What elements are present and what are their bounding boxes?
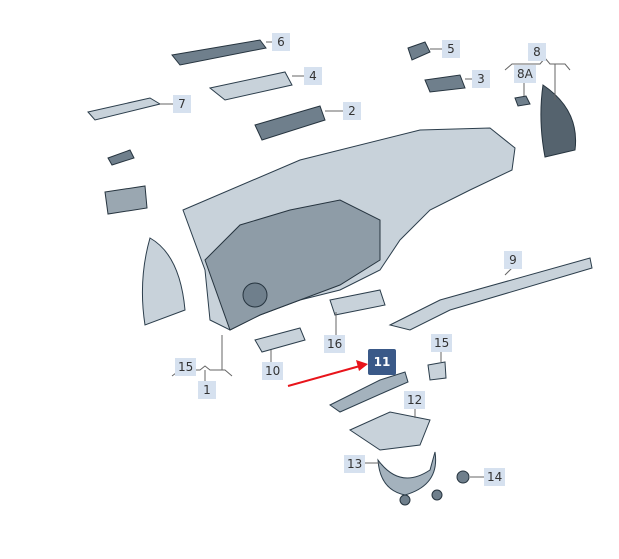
part-16 [329, 289, 386, 316]
part-3 [424, 74, 466, 93]
screw [399, 494, 411, 506]
part-5 [407, 41, 431, 61]
part-8 [540, 84, 577, 158]
label-7[interactable]: 7 [173, 95, 191, 113]
part-12 [348, 411, 431, 451]
pointer-arrow [287, 365, 361, 387]
part-9 [388, 257, 593, 331]
part-11 [329, 371, 409, 413]
label-2[interactable]: 2 [343, 102, 361, 120]
part-8a [514, 95, 531, 107]
label-13[interactable]: 13 [344, 455, 366, 473]
label-4[interactable]: 4 [304, 67, 322, 85]
part-13 [377, 451, 437, 496]
part-14-screw [456, 470, 470, 484]
vent-round [242, 282, 268, 308]
label-10[interactable]: 10 [262, 362, 284, 380]
part-10 [254, 327, 306, 353]
label-11-highlighted[interactable]: 11 [368, 349, 396, 375]
arrow-head-icon [356, 360, 368, 371]
label-6[interactable]: 6 [272, 33, 290, 51]
side-cover [141, 237, 186, 326]
label-14[interactable]: 14 [484, 468, 506, 486]
label-5[interactable]: 5 [442, 40, 460, 58]
part-4 [208, 71, 293, 101]
label-8[interactable]: 8 [528, 43, 546, 61]
label-1[interactable]: 1 [198, 381, 216, 399]
side-vent [104, 185, 148, 215]
label-3[interactable]: 3 [472, 70, 490, 88]
label-8a[interactable]: 8A [514, 65, 536, 83]
label-16[interactable]: 16 [324, 335, 346, 353]
label-12[interactable]: 12 [404, 391, 426, 409]
small-clip [107, 149, 135, 166]
label-9[interactable]: 9 [504, 251, 522, 269]
part-2 [254, 105, 326, 141]
screw [431, 489, 443, 501]
part-15 [427, 361, 447, 381]
label-15-right[interactable]: 15 [431, 334, 453, 352]
label-15-left[interactable]: 15 [175, 358, 197, 376]
part-7 [87, 97, 162, 121]
part-6 [171, 39, 267, 66]
